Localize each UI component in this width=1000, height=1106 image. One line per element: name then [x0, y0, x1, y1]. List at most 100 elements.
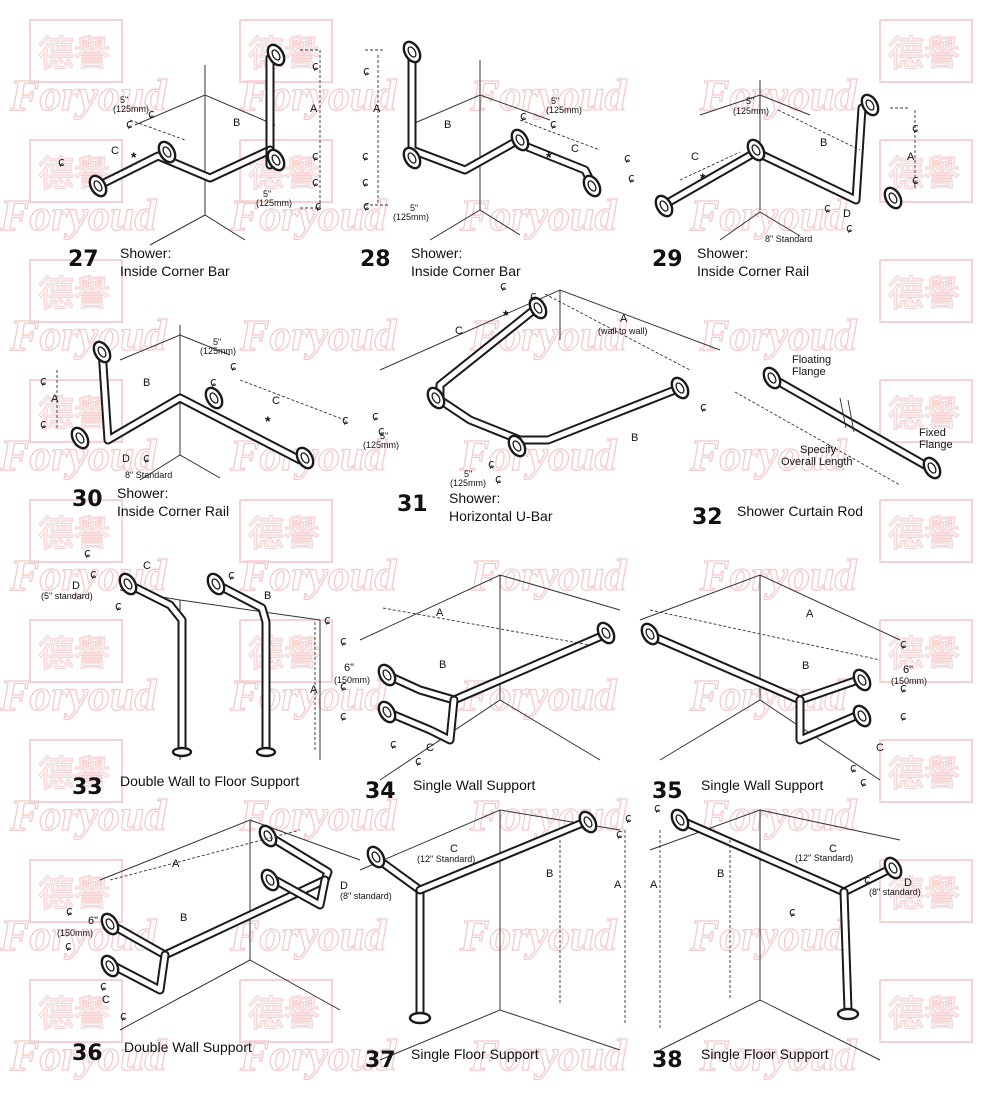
watermark-brand-text: Foryoud	[469, 1031, 627, 1080]
screw-icon: ɕ	[66, 904, 73, 918]
watermark-seal-glyphs: 德譽	[888, 154, 960, 195]
flange-icon	[670, 376, 690, 400]
flange-icon	[402, 146, 422, 170]
flange-icon	[260, 868, 280, 892]
screw-icon: ɕ	[363, 199, 370, 213]
dim-label-5in: 5"	[213, 337, 221, 347]
screw-icon: ɕ	[40, 374, 47, 388]
dim-label-d: D	[340, 880, 348, 892]
screw-icon: ɕ	[912, 173, 919, 187]
label-flange: Flange	[919, 439, 953, 451]
grab-bar	[659, 103, 867, 210]
flange-icon	[654, 194, 674, 218]
diagram-caption-line: Double Wall to Floor Support	[120, 773, 299, 789]
flange-icon	[640, 622, 660, 646]
screw-icon: ɕ	[230, 359, 237, 373]
watermark-seal-glyphs: 德譽	[38, 34, 110, 75]
floor-flange-icon	[836, 1007, 860, 1021]
label-floating: Floating	[792, 354, 831, 366]
screw-icon: ɕ	[824, 201, 831, 215]
screw-icon: ɕ	[864, 873, 871, 887]
diagram-caption-line: Inside Corner Bar	[411, 263, 521, 279]
screw-icon: ɕ	[362, 175, 369, 189]
grab-bar	[270, 875, 330, 910]
dim-label-125mm: (125mm)	[733, 106, 769, 116]
dim-label-5in: 5"	[380, 431, 388, 441]
watermark-seal: 德譽	[879, 619, 973, 683]
screw-icon: ɕ	[120, 1009, 127, 1023]
watermark-brand-text: Foryoud	[469, 791, 627, 840]
diagram-number: 30	[72, 487, 103, 512]
dim-label-125mm: (125mm)	[363, 440, 399, 450]
star-mark: *	[131, 149, 137, 165]
screw-icon: ɕ	[900, 709, 907, 723]
watermark-brand-text: Foryoud	[699, 1031, 857, 1080]
flange-icon	[377, 700, 397, 724]
screw-icon: ɕ	[654, 801, 661, 815]
screw-icon: ɕ	[126, 117, 133, 131]
dim-label-12in-standard: (12" Standard)	[417, 854, 475, 864]
dimension-line	[111, 161, 141, 177]
watermark-seal-glyphs: 德譽	[248, 514, 320, 555]
grab-bar	[107, 950, 170, 995]
dim-label-125mm: (125mm)	[200, 346, 236, 356]
watermark-seal-glyphs: 德譽	[248, 994, 320, 1035]
screw-icon: ɕ	[340, 709, 347, 723]
grab-bar	[767, 373, 935, 473]
screw-icon: ɕ	[40, 417, 47, 431]
diagram-number: 29	[652, 247, 683, 272]
wall-edge-line	[409, 94, 551, 126]
watermark-brand-text: Foryoud	[239, 551, 397, 600]
diagram-number: 31	[397, 492, 428, 517]
diagram-caption-line: Single Wall Support	[701, 777, 824, 793]
dim-label-a: A	[172, 858, 180, 870]
dim-label-b: B	[264, 590, 271, 602]
watermark-brand-text: Foryoud	[239, 311, 397, 360]
dim-label-8in-standard: 8" Standard	[765, 234, 812, 244]
dim-label-125mm: (125mm)	[393, 212, 429, 222]
label-flange: Flange	[792, 366, 826, 378]
dim-label-c: C	[426, 742, 434, 754]
screw-icon: ɕ	[390, 737, 397, 751]
screw-icon: ɕ	[624, 151, 631, 165]
watermark-seal: 德譽	[239, 979, 333, 1043]
flange-icon	[426, 386, 446, 410]
dim-label-125mm: (125mm)	[546, 105, 582, 115]
dim-label-5in: 5"	[410, 203, 418, 213]
dim-label-d: D	[843, 208, 851, 220]
watermark-brand-text: Foryoud	[459, 911, 617, 960]
dim-label-c: C	[571, 143, 579, 155]
dimension-line	[777, 109, 861, 151]
watermark-seal: 德譽	[29, 859, 123, 923]
dimension-line	[679, 151, 741, 181]
floor-flange-icon	[408, 1011, 432, 1025]
diagram-number: 34	[365, 779, 396, 804]
dimension-line	[544, 293, 691, 371]
flange-icon	[204, 386, 224, 410]
wall-edge-line	[659, 999, 881, 1061]
dim-label-5in-standard: (5" standard)	[41, 591, 93, 601]
watermark-seal: 德譽	[29, 739, 123, 803]
dim-label-5in: 5"	[746, 96, 754, 106]
watermark-brand-text: Foryoud	[689, 911, 847, 960]
flange-icon	[507, 434, 527, 458]
star-mark: *	[503, 307, 509, 323]
screw-icon: ɕ	[100, 979, 107, 993]
screw-icon: ɕ	[363, 64, 370, 78]
dim-label-b: B	[546, 868, 553, 880]
dim-label-d: D	[904, 877, 912, 889]
screw-icon: ɕ	[143, 451, 150, 465]
label-overall-length: Overall Length	[781, 456, 853, 468]
screw-icon: ɕ	[228, 568, 235, 582]
watermark-seal-glyphs: 德譽	[248, 634, 320, 675]
screw-icon: ɕ	[312, 175, 319, 189]
screw-icon: ɕ	[900, 681, 907, 695]
